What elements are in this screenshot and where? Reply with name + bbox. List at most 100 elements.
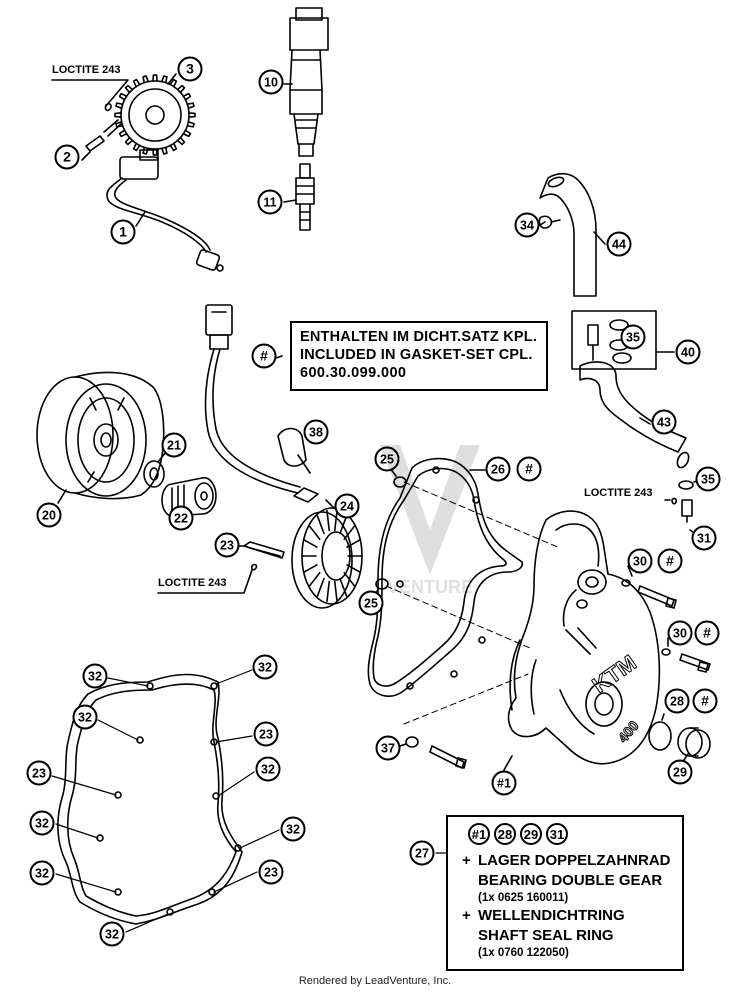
sprocket-tooth (152, 148, 158, 156)
callout-badge: 32 (252, 654, 278, 680)
callout-badge: 32 (82, 663, 108, 689)
callout-number: 23 (32, 767, 46, 781)
callout-badge: 20 (36, 502, 62, 528)
callout-badge: # (251, 343, 277, 369)
stator-coil (339, 577, 348, 597)
callout-badge: 32 (29, 810, 55, 836)
callout-badge: 23 (26, 760, 52, 786)
kit-line-4-part: (1x 0760 122050) (478, 947, 569, 959)
loctite-label: LOCTITE 243 (52, 64, 120, 76)
callout-number: 25 (380, 453, 394, 467)
callout-badge: 23 (258, 859, 284, 885)
callout-number: 40 (681, 346, 695, 360)
callout-badge: 24 (334, 493, 360, 519)
plus-sign: + (462, 852, 471, 869)
callout-badge: # (516, 456, 542, 482)
kit-line-1: +LAGER DOPPELZAHNRAD (462, 851, 674, 871)
breather-hose-part-43 (579, 361, 690, 469)
callout-badge: 3 (177, 56, 203, 82)
callout-number: 34 (520, 219, 534, 233)
callout-number: #1 (497, 777, 511, 791)
callout-number: 10 (264, 76, 278, 90)
callout-number: 27 (415, 847, 429, 861)
kit-line-2: BEARING DOUBLE GEAR (478, 872, 663, 889)
spark-plug-part-11 (295, 163, 315, 231)
watermark-text: VENTURE (387, 577, 473, 595)
grommet-part-38 (277, 427, 311, 474)
callout-badge: 32 (99, 921, 125, 947)
callout-number: 25 (364, 597, 378, 611)
callout-badge: 23 (253, 721, 279, 747)
callout-number: 23 (259, 728, 273, 742)
callout-badge: 31 (691, 525, 717, 551)
callout-badge: 37 (375, 735, 401, 761)
bolt-part-37 (405, 736, 467, 769)
callout-badge: 28 (664, 688, 690, 714)
stator-coil (316, 515, 325, 535)
stator-coil (343, 571, 356, 587)
callout-badge: 25 (374, 446, 400, 472)
stator-coil (339, 515, 348, 535)
callout-number: 30 (673, 627, 687, 641)
ignition-coil-part-10 (289, 7, 329, 157)
sprocket-tooth (188, 112, 196, 118)
trigger-wheel (114, 74, 196, 156)
callout-number: 43 (657, 416, 671, 430)
callout-number: 35 (701, 473, 715, 487)
callout-badge: # (657, 548, 683, 574)
stator-part-24 (291, 487, 363, 609)
sprocket-tooth (132, 142, 141, 152)
callout-number: 32 (35, 817, 49, 831)
callout-number: # (701, 693, 709, 709)
callout-number: 44 (612, 238, 626, 252)
flywheel-part-20 (36, 371, 165, 500)
callout-badge: 32 (280, 816, 306, 842)
callout-number: 22 (174, 512, 188, 526)
gasket-set-note: ENTHALTEN IM DICHT.SATZ KPL. INCLUDED IN… (290, 321, 548, 391)
callout-number: 32 (258, 661, 272, 675)
callout-number: 11 (263, 196, 276, 210)
sprocket-tooth (186, 102, 195, 109)
stator-coil (346, 564, 361, 573)
sprocket-tooth (152, 74, 158, 82)
sprocket-tooth (124, 84, 134, 94)
sprocket-tooth (118, 129, 128, 138)
callout-badge: 21 (161, 432, 187, 458)
kit-callout-badge: 28 (494, 823, 516, 845)
sprocket-tooth (182, 129, 192, 138)
callout-badge: 34 (514, 212, 540, 238)
callout-number: 32 (35, 867, 49, 881)
callout-badge: 32 (29, 860, 55, 886)
stator-coil (333, 580, 338, 603)
callout-number: # (260, 348, 268, 364)
callout-badge: 43 (651, 409, 677, 435)
callout-number: # (666, 553, 674, 569)
svg-text:400: 400 (615, 717, 642, 745)
callout-badge: 25 (358, 590, 384, 616)
callout-badge: # (692, 688, 718, 714)
fitting-part-31 (664, 497, 695, 534)
ignition-cover-part-1 (507, 510, 661, 765)
sprocket-tooth (132, 78, 141, 88)
callout-badge: 35 (695, 466, 721, 492)
stator-bolt-part-23 (243, 541, 285, 571)
callout-number: 23 (220, 539, 234, 553)
sprocket-tooth (169, 142, 178, 152)
callout-number: 2 (63, 149, 71, 165)
sprocket-tooth (114, 112, 122, 118)
stator-coil (326, 580, 331, 603)
callout-number: 32 (286, 823, 300, 837)
kit-line-4: SHAFT SEAL RING (478, 927, 614, 944)
sprocket-tooth (161, 146, 168, 155)
kit-callout-badge: #1 (468, 823, 490, 845)
callout-badge: 23 (214, 532, 240, 558)
kit-callout-badge: 31 (546, 823, 568, 845)
watermark-logo: VENTURE (350, 425, 510, 597)
stator-coil (316, 577, 325, 597)
stator-cable (204, 304, 301, 494)
sprocket-tooth (176, 136, 186, 146)
kit-line-3: +WELLENDICHTRING (462, 906, 674, 926)
callout-number: 23 (264, 866, 278, 880)
